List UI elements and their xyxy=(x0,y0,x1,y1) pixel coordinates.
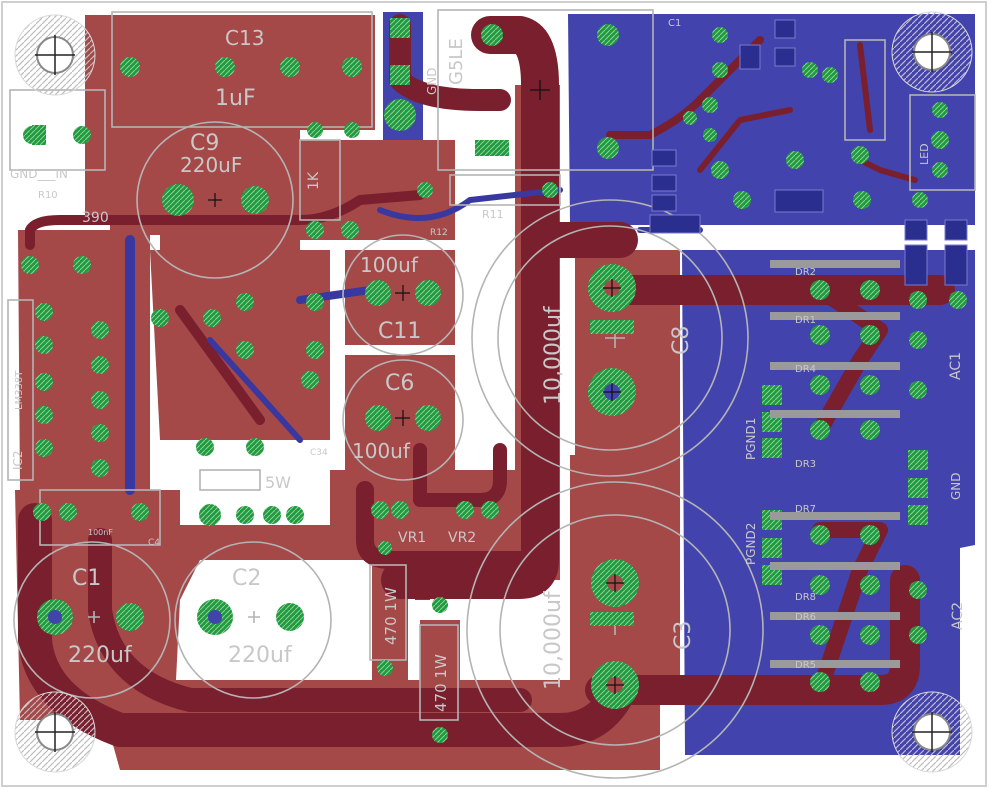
label-c3: C3 xyxy=(671,621,696,650)
label-c13: C13 xyxy=(225,26,264,50)
label-r11: R11 xyxy=(482,208,504,221)
label-r9-val: 390 xyxy=(82,210,109,226)
label-r12: R12 xyxy=(430,228,448,238)
diode-bars xyxy=(770,260,900,668)
label-ic-side: LM338T xyxy=(14,370,25,410)
label-dr5: DR5 xyxy=(795,660,816,671)
label-c6-val: 100uf xyxy=(352,439,411,463)
label-c2-val: 220uf xyxy=(228,643,293,668)
label-dr7: DR7 xyxy=(795,504,816,515)
label-dr3: DR3 xyxy=(795,459,816,470)
label-dr1: DR1 xyxy=(795,315,816,326)
label-ic2: IC2 xyxy=(11,450,25,470)
label-c11-val: 100uf xyxy=(360,253,419,277)
label-r10: R10 xyxy=(38,190,58,201)
label-dr6: DR6 xyxy=(795,612,816,623)
smd-components xyxy=(649,19,968,286)
label-r1w-a: 470 1W xyxy=(382,587,400,645)
label-dr4: DR4 xyxy=(795,364,816,375)
label-c9-val: 220uF xyxy=(180,153,242,177)
label-ac1: AC1 xyxy=(948,352,964,380)
label-gnd-in: GND___IN xyxy=(10,167,68,181)
label-led: LED xyxy=(918,143,931,165)
label-c1-small: C1 xyxy=(668,18,681,29)
label-pgnd1: PGND1 xyxy=(744,418,758,460)
label-c1-val: 220uf xyxy=(68,643,133,668)
label-c8: C8 xyxy=(669,326,694,355)
label-pgnd: GND xyxy=(949,472,963,500)
silkscreen-labels: C13 1uF C9 220uF 100uf C11 C6 100uf 10,0… xyxy=(10,18,966,712)
label-dr8: DR8 xyxy=(795,592,816,603)
label-c2: C2 xyxy=(232,566,261,591)
label-c6: C6 xyxy=(385,371,414,396)
pads xyxy=(21,24,967,743)
label-c9: C9 xyxy=(190,131,219,156)
label-c4: C4 xyxy=(148,538,160,548)
label-c11: C11 xyxy=(378,319,421,344)
label-vr1: VR1 xyxy=(398,530,426,546)
mounting-holes xyxy=(14,11,973,773)
label-c4-val: 100nF xyxy=(88,528,113,537)
label-gnd: GND xyxy=(425,67,439,95)
label-c13-val: 1uF xyxy=(215,86,256,111)
label-c8-val: 10,000uf xyxy=(541,305,566,405)
label-pgnd2: PGND2 xyxy=(744,523,758,565)
label-c34: C34 xyxy=(310,448,328,458)
label-r5w: 5W xyxy=(265,473,291,492)
label-c1: C1 xyxy=(72,566,101,591)
label-vr2: VR2 xyxy=(448,530,476,546)
label-c3-val: 10,000uf xyxy=(541,590,566,690)
label-ac2: AC2 xyxy=(950,602,966,630)
origin-crosses xyxy=(208,80,624,694)
label-r1w-b: 470 1W xyxy=(432,654,450,712)
label-dr2: DR2 xyxy=(795,267,816,278)
square-pads xyxy=(32,18,928,626)
label-r10-val: 1K xyxy=(306,171,322,190)
label-g5le: G5LE xyxy=(446,38,467,85)
